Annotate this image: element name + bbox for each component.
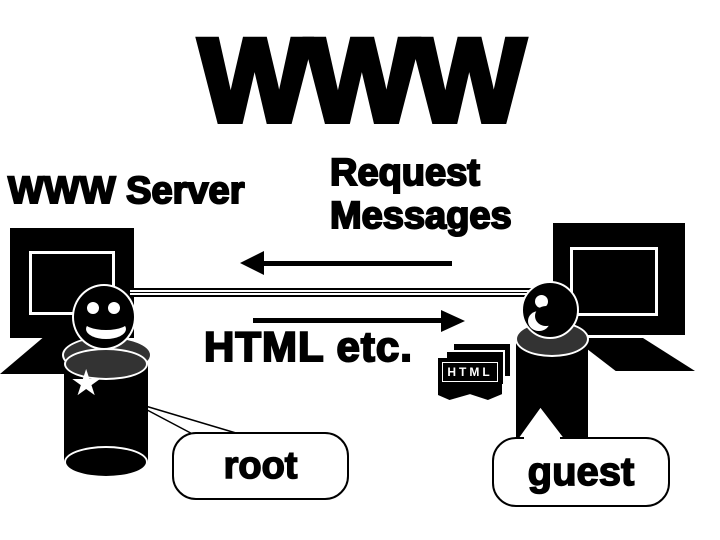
guest-bubble-tail-gap — [524, 436, 560, 440]
star-icon: ★ — [70, 363, 103, 404]
server-smiley-face-icon — [72, 284, 136, 350]
request-arrow-head-icon — [240, 251, 264, 275]
guest-label: guest — [527, 450, 635, 494]
root-label: root — [223, 445, 298, 487]
server-right-eye — [108, 302, 120, 314]
network-connection-line — [130, 288, 537, 297]
html-documents-icon: HTML — [436, 342, 520, 404]
request-arrow-line — [260, 261, 452, 266]
guest-speech-bubble: guest — [492, 437, 670, 507]
root-speech-bubble: root — [172, 432, 349, 500]
request-messages-label: Request Messages — [329, 151, 513, 238]
page-title: WWW — [196, 15, 528, 147]
html-doc-label: HTML — [442, 362, 498, 383]
server-left-eye — [87, 302, 99, 314]
server-smile — [86, 319, 126, 341]
html-etc-label: HTML etc. — [203, 323, 413, 370]
response-arrow-line — [253, 318, 443, 323]
client-screen — [570, 247, 658, 316]
server-label: WWW Server — [7, 170, 245, 212]
client-body — [516, 343, 588, 437]
client-eye — [535, 295, 548, 308]
cylinder-bottom — [64, 446, 148, 478]
response-arrow-head-icon — [441, 310, 465, 332]
client-profile-face-icon — [521, 281, 579, 339]
server-database-cylinder-icon: ★ — [64, 348, 148, 478]
html-doc-front: HTML — [438, 358, 502, 400]
